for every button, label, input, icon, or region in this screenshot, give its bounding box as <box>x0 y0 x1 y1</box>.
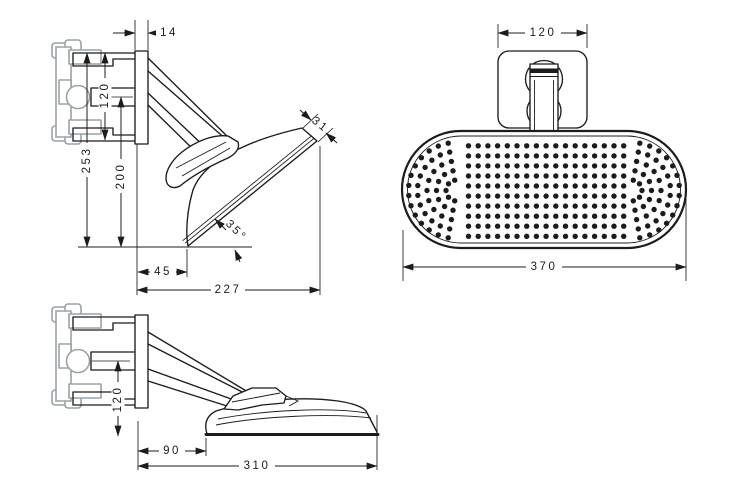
spray-face-edge-lines-horizontal <box>215 409 372 426</box>
view-front: 120 370 <box>400 24 688 281</box>
dim-text-120-lower: 120 <box>112 386 124 413</box>
spray-face-edge-lines <box>182 135 315 244</box>
dim-text-370: 370 <box>531 261 558 273</box>
dim-label-200: 200 <box>114 159 128 193</box>
dim-text-310: 310 <box>244 460 271 472</box>
dim-label-45: 45 <box>150 265 176 279</box>
arm-detail-lines <box>530 76 558 139</box>
shower-arm-lines <box>147 57 237 159</box>
dim-text-45: 45 <box>154 266 172 278</box>
dim-label-14: 14 <box>156 26 182 40</box>
dim-label-90: 90 <box>159 444 185 458</box>
dim-text-253: 253 <box>81 147 93 174</box>
dim-label-31: 31 <box>309 115 330 135</box>
dim-text-227: 227 <box>215 284 242 296</box>
arm-band-detail <box>530 68 558 73</box>
shower-head-face-outline <box>400 129 688 250</box>
dim-label-120-lower: 120 <box>111 382 125 416</box>
dim-text-14: 14 <box>160 27 178 39</box>
dim-label-253: 253 <box>80 143 94 177</box>
dim-label-120-front: 120 <box>525 26 561 40</box>
dim-text-90: 90 <box>163 445 181 457</box>
pivot-cap-detail-lines <box>175 141 231 177</box>
dim-label-227: 227 <box>211 283 245 297</box>
dim-text-200: 200 <box>115 163 127 190</box>
wall-bracket-lower <box>51 303 149 409</box>
angle-text-35: 35° <box>223 218 249 244</box>
pivot-cap-detail-horizontal <box>231 392 300 407</box>
shower-arm-lines-lower <box>147 331 255 407</box>
view-side-angled: 14 120 253 200 45 227 31 35° <box>51 20 338 297</box>
dim-text-120: 120 <box>99 82 111 109</box>
dim-text-120-front: 120 <box>530 27 557 39</box>
view-side-horizontal: 120 90 310 <box>51 303 380 473</box>
angle-35-arrow-a <box>214 218 227 231</box>
nozzle-dot-pattern <box>406 140 682 241</box>
dim-text-31: 31 <box>309 115 330 135</box>
dim-31-arrow-b <box>325 132 338 144</box>
extension-lines-lower <box>92 360 378 470</box>
dim-label-310: 310 <box>239 459 275 473</box>
angle-label-35: 35° <box>223 218 249 244</box>
dim-31-arrow-a <box>299 109 312 121</box>
spray-plate-inner-ring <box>407 135 681 244</box>
dim-label-120: 120 <box>98 78 112 112</box>
angle-35-arrow-b <box>234 249 243 263</box>
dim-label-370: 370 <box>526 260 562 274</box>
